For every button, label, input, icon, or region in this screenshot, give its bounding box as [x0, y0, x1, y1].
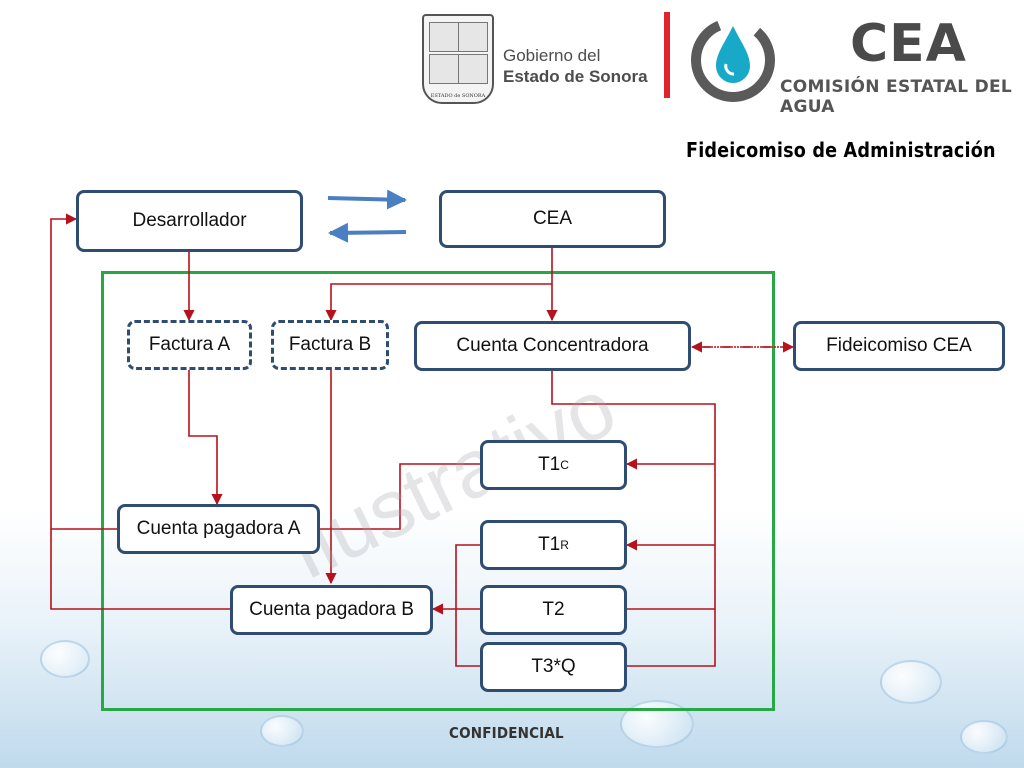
node-cuenta-pagadora-a: Cuenta pagadora A	[117, 504, 320, 554]
gov-line2: Estado de Sonora	[503, 67, 648, 86]
header-divider	[664, 12, 670, 98]
node-factura-b: Factura B	[271, 320, 389, 370]
water-droplet	[40, 640, 90, 678]
cea-drop-logo-icon	[691, 18, 775, 102]
seal-caption: ESTADO de SONORA	[430, 93, 486, 99]
t1r-label: T1	[538, 534, 561, 555]
node-cuenta-pagadora-b: Cuenta pagadora B	[230, 585, 433, 635]
t1r-subscript: R	[560, 538, 569, 552]
node-t2: T2	[480, 585, 627, 635]
page-title: Fideicomiso de Administración	[686, 138, 996, 162]
gov-line1: Gobierno del	[503, 46, 601, 65]
header-logos: ESTADO de SONORA Gobierno del Estado de …	[0, 0, 1024, 117]
water-droplet	[260, 715, 304, 747]
water-droplet	[880, 660, 942, 704]
fideicomiso-frame	[101, 271, 775, 711]
cea-brand-text: CEA	[850, 14, 967, 74]
node-cuenta-concentradora: Cuenta Concentradora	[414, 321, 691, 371]
gobierno-sonora-logo: Gobierno del Estado de Sonora	[503, 45, 648, 87]
water-droplet	[960, 720, 1008, 754]
node-cea: CEA	[439, 190, 666, 248]
node-t3q: T3*Q	[480, 642, 627, 692]
cea-brand-subtitle: COMISIÓN ESTATAL DEL AGUA	[780, 77, 1013, 117]
node-fideicomiso-cea: Fideicomiso CEA	[793, 321, 1005, 371]
exchange-arrows	[327, 189, 407, 243]
node-desarrollador: Desarrollador	[76, 190, 303, 252]
sonora-seal-icon: ESTADO de SONORA	[422, 14, 494, 104]
t1c-subscript: C	[560, 458, 569, 472]
confidential-footer: CONFIDENCIAL	[449, 724, 564, 742]
t1c-label: T1	[538, 454, 561, 475]
node-factura-a: Factura A	[127, 320, 252, 370]
